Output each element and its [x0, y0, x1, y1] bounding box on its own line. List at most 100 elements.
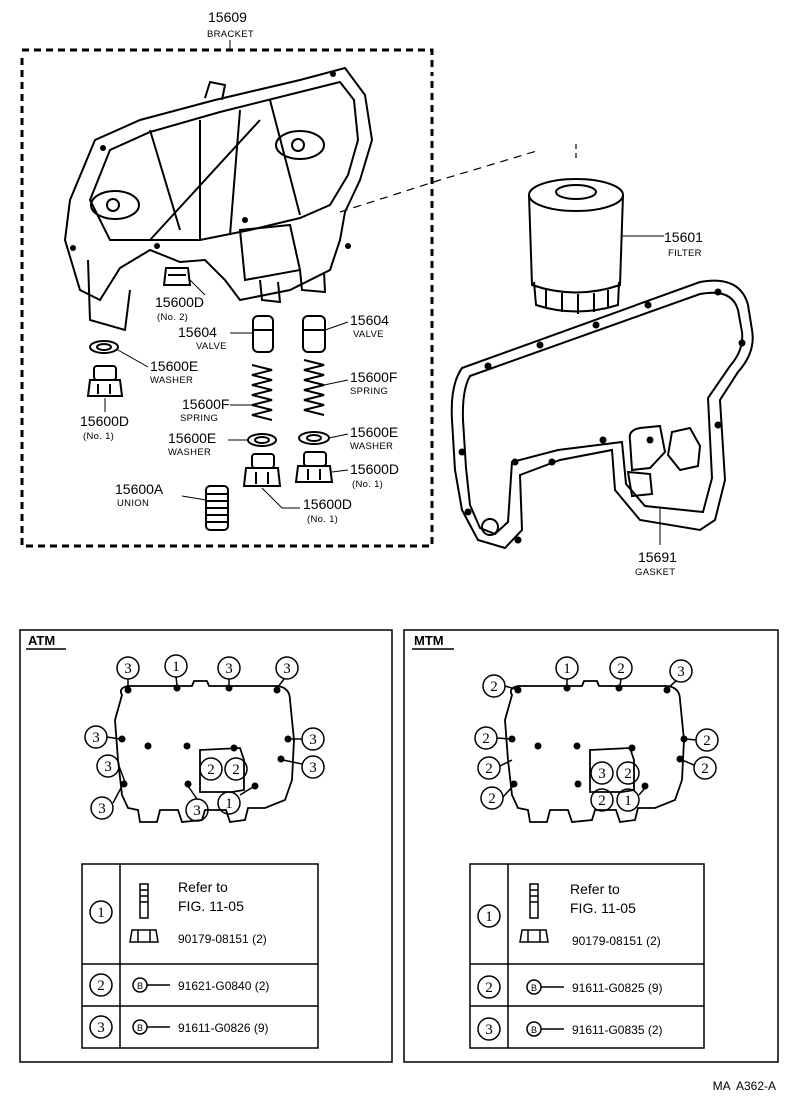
union-name: UNION [117, 498, 149, 509]
plug-no2-drawing [162, 267, 192, 286]
washer-top-number: 15600E [150, 358, 198, 374]
mtm-callout-3: 2 [490, 679, 498, 695]
atm-legend-2-bolt-mark: B [137, 981, 143, 991]
atm-callout-5: 3 [309, 732, 317, 748]
plug-no2-sub: (No. 2) [157, 312, 188, 323]
washer-top-name: WASHER [150, 375, 193, 386]
spring-left-number: 15600F [182, 396, 229, 412]
gasket-name: GASKET [635, 567, 675, 578]
atm-callout-10: 3 [98, 801, 106, 817]
valve-right-drawing [302, 315, 326, 353]
valve-right-name: VALVE [353, 329, 384, 340]
plug-right-no1-sub: (No. 1) [352, 479, 383, 490]
mtm-legend-1-line2: FIG. 11-05 [570, 900, 636, 916]
plug-bottom-no1-number: 15600D [303, 496, 352, 512]
bracket-name: BRACKET [207, 29, 254, 40]
mtm-legend-1-part: 90179-08151 (2) [572, 934, 661, 948]
mtm-callout-0: 1 [563, 661, 571, 677]
plug-mid-no1-drawing [242, 453, 282, 487]
atm-callout-0: 3 [124, 661, 132, 677]
filter-drawing [528, 178, 624, 314]
atm-bracket-outline [114, 680, 295, 823]
atm-legend-1-circle: 1 [97, 905, 105, 921]
mtm-legend-2-bolt-mark: B [531, 983, 537, 993]
mtm-legend-text: 1 2 3 Refer to FIG. 11-05 90179-08151 (2… [485, 881, 662, 1038]
mtm-legend-table [469, 863, 705, 1049]
mtm-callouts [474, 656, 719, 812]
atm-callout-2: 3 [225, 661, 233, 677]
mtm-callout-12: 1 [624, 793, 632, 809]
mtm-callout-1: 2 [617, 661, 625, 677]
valve-left-drawing [252, 315, 274, 353]
mtm-legend-2-circle: 2 [485, 980, 493, 996]
atm-title: ATM [28, 633, 55, 648]
atm-legend-2-part: 91621-G0840 (2) [178, 979, 269, 993]
atm-callouts [84, 654, 325, 822]
union-number: 15600A [115, 481, 164, 497]
plug-right-no1-drawing [294, 451, 334, 483]
spring-right-name: SPRING [350, 386, 388, 397]
gasket-number: 15691 [638, 549, 677, 565]
plug-left-no1-sub: (No. 1) [83, 431, 114, 442]
gasket-holes [458, 288, 746, 544]
mtm-title: MTM [414, 633, 444, 648]
plug-right-no1-number: 15600D [350, 461, 399, 477]
mtm-legend-3-bolt-mark: B [531, 1025, 537, 1035]
atm-legend-3-bolt-mark: B [137, 1023, 143, 1033]
atm-bolt-dots [118, 684, 292, 790]
bracket-number: 15609 [208, 9, 247, 25]
washer-left-name: WASHER [168, 447, 211, 458]
atm-legend-1-part: 90179-08151 (2) [178, 932, 267, 946]
atm-callout-3: 3 [283, 661, 291, 677]
mtm-callout-6: 2 [485, 761, 493, 777]
plug-left-no1-number: 15600D [80, 413, 129, 429]
spring-left-name: SPRING [180, 413, 218, 424]
atm-callout-12: 1 [225, 796, 233, 812]
atm-panel [19, 629, 393, 1063]
atm-callout-4: 3 [92, 730, 100, 746]
spring-right-number: 15600F [350, 369, 397, 385]
atm-legend-2-circle: 2 [97, 978, 105, 994]
atm-legend-1-line1: Refer to [178, 879, 228, 895]
mtm-callout-7: 2 [701, 761, 709, 777]
atm-legend-1-line2: FIG. 11-05 [178, 898, 244, 914]
washer-left-number: 15600E [168, 430, 216, 446]
atm-legend-table [81, 863, 319, 1049]
washer-top-drawing [89, 340, 119, 354]
mtm-callout-8: 3 [598, 766, 606, 782]
atm-callout-6: 3 [309, 760, 317, 776]
mtm-callout-11: 2 [598, 793, 606, 809]
spring-right-drawing [303, 359, 325, 416]
plug-left-no1-drawing [86, 365, 124, 397]
washer-left-drawing [247, 433, 277, 447]
mtm-legend-1-circle: 1 [485, 909, 493, 925]
gasket-drawing [450, 279, 754, 550]
washer-right-drawing [298, 431, 330, 445]
atm-callout-labels: 3 1 3 3 3 3 3 2 2 3 3 3 1 [92, 659, 317, 819]
atm-callout-1: 1 [172, 659, 180, 675]
filter-number: 15601 [664, 229, 703, 245]
mtm-bracket-outline [504, 680, 685, 823]
plug-bottom-no1-sub: (No. 1) [307, 514, 338, 525]
figure-code: MA A362-A [713, 1079, 776, 1093]
mtm-legend-3-circle: 3 [485, 1022, 493, 1038]
mtm-legend-1-line1: Refer to [570, 881, 620, 897]
plug-no2-number: 15600D [155, 294, 204, 310]
mtm-callout-10: 2 [488, 791, 496, 807]
atm-legend-text: 1 2 3 Refer to FIG. 11-05 90179-08151 (2… [97, 879, 269, 1036]
bracket-boundary [20, 48, 434, 548]
mtm-legend-3-part: 91611-G0835 (2) [572, 1023, 663, 1037]
bracket-holes [70, 71, 351, 251]
valve-left-name: VALVE [196, 341, 227, 352]
mtm-callout-labels: 1 2 3 2 2 2 2 2 3 2 2 2 1 [482, 661, 711, 809]
mtm-callout-5: 2 [703, 733, 711, 749]
mtm-panel [403, 629, 779, 1063]
mtm-callout-2: 3 [677, 664, 685, 680]
filter-dashed-leader [339, 149, 541, 213]
atm-legend-3-part: 91611-G0826 (9) [178, 1021, 269, 1035]
valve-right-number: 15604 [350, 312, 389, 328]
mtm-callout-4: 2 [482, 731, 490, 747]
atm-legend-3-circle: 3 [97, 1020, 105, 1036]
bracket-drawing [63, 66, 374, 332]
